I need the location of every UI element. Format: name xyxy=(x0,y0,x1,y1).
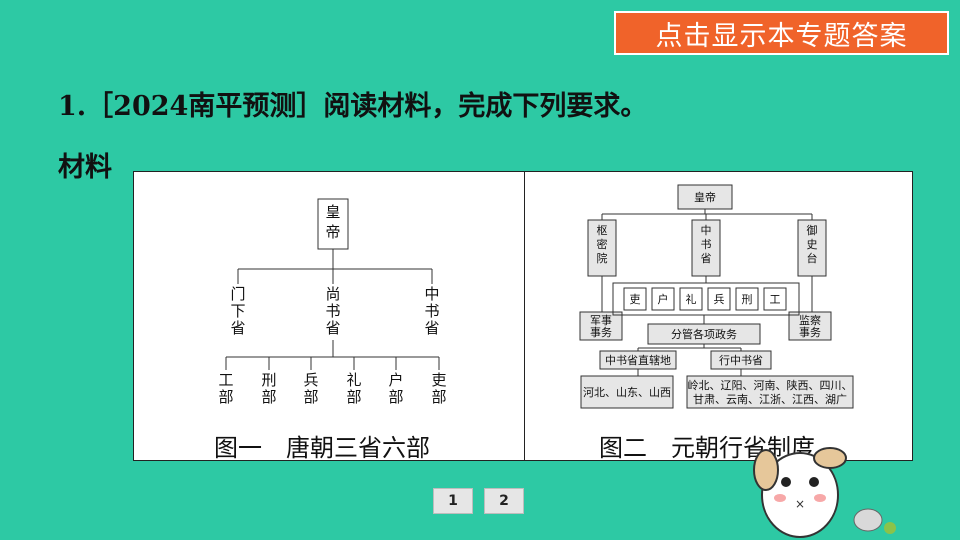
fig1-zhongshu: 中书省 xyxy=(424,285,439,337)
fig1-menxia: 门下省 xyxy=(230,285,245,337)
fig2-provinces-line1: 岭北、辽阳、河南、陕西、四川、 xyxy=(688,378,853,392)
fig2-provinces-line2: 甘肃、云南、江浙、江西、湖广 xyxy=(693,393,847,406)
fig1-emperor: 皇帝 xyxy=(325,203,340,241)
fig1-xingbu: 刑部 xyxy=(261,371,276,406)
fig2-six-bing: 兵 xyxy=(714,293,725,306)
fig2-yushitai: 御史台 xyxy=(807,223,818,265)
fig2-six-hu: 户 xyxy=(658,292,669,306)
fig2-six-li: 吏 xyxy=(630,293,641,306)
fig1-libu: 礼部 xyxy=(346,371,361,406)
page-2-button[interactable]: 2 xyxy=(484,488,524,514)
svg-text:×: × xyxy=(795,497,805,511)
fig2-zhongshu: 中书省 xyxy=(701,224,712,265)
fig2-six-xing: 刑 xyxy=(742,293,753,306)
fig2-military-l2: 事务 xyxy=(590,326,612,339)
fig2-emperor: 皇帝 xyxy=(694,190,716,204)
fig2-military-l1: 军事 xyxy=(590,314,612,327)
fig2-branch-office: 行中书省 xyxy=(719,354,763,367)
fig2-six-gong: 工 xyxy=(770,293,781,306)
mascot-dog-icon: × xyxy=(753,447,896,538)
fig2-six-li2: 礼 xyxy=(686,292,697,306)
fig2-supervision-l1: 监察 xyxy=(799,313,821,327)
fig2-diagram: 皇帝 枢密院 中书省 御史台 吏 户 礼 兵 刑 工 军事 事务 监察 事务 分… xyxy=(579,184,854,409)
fig2-shumiyuan: 枢密院 xyxy=(597,223,608,265)
fig1-bingbu: 兵部 xyxy=(303,371,318,406)
figure-panel: 皇帝 门下省 尚书省 中书省 工部 刑部 兵部 礼部 户部 吏部 图一 唐朝三省… xyxy=(133,171,913,462)
fig1-caption: 图一 唐朝三省六部 xyxy=(214,434,430,462)
show-answer-button[interactable]: 点击显示本专题答案 xyxy=(614,11,949,55)
question-text: 1.［2024南平预测］阅读材料，完成下列要求。 xyxy=(58,91,648,122)
material-label: 材料 xyxy=(58,152,112,183)
fig1-diagram: 皇帝 门下省 尚书省 中书省 工部 刑部 兵部 礼部 户部 吏部 xyxy=(218,198,447,406)
fig2-direct: 中书省直辖地 xyxy=(605,353,671,367)
fig1-libu2: 吏部 xyxy=(431,371,446,406)
fig1-hubu: 户部 xyxy=(388,371,403,406)
fig1-gongbu: 工部 xyxy=(218,371,233,406)
fig2-direct-regions: 河北、山东、山西 xyxy=(583,386,671,399)
fig2-supervision-l2: 事务 xyxy=(799,326,821,339)
figure-divider xyxy=(524,172,525,460)
page-1-button[interactable]: 1 xyxy=(433,488,473,514)
fig2-admin: 分管各项政务 xyxy=(671,327,737,341)
fig2-caption: 图二 元朝行省制度 xyxy=(599,434,815,462)
fig1-shangshu: 尚书省 xyxy=(325,285,340,337)
